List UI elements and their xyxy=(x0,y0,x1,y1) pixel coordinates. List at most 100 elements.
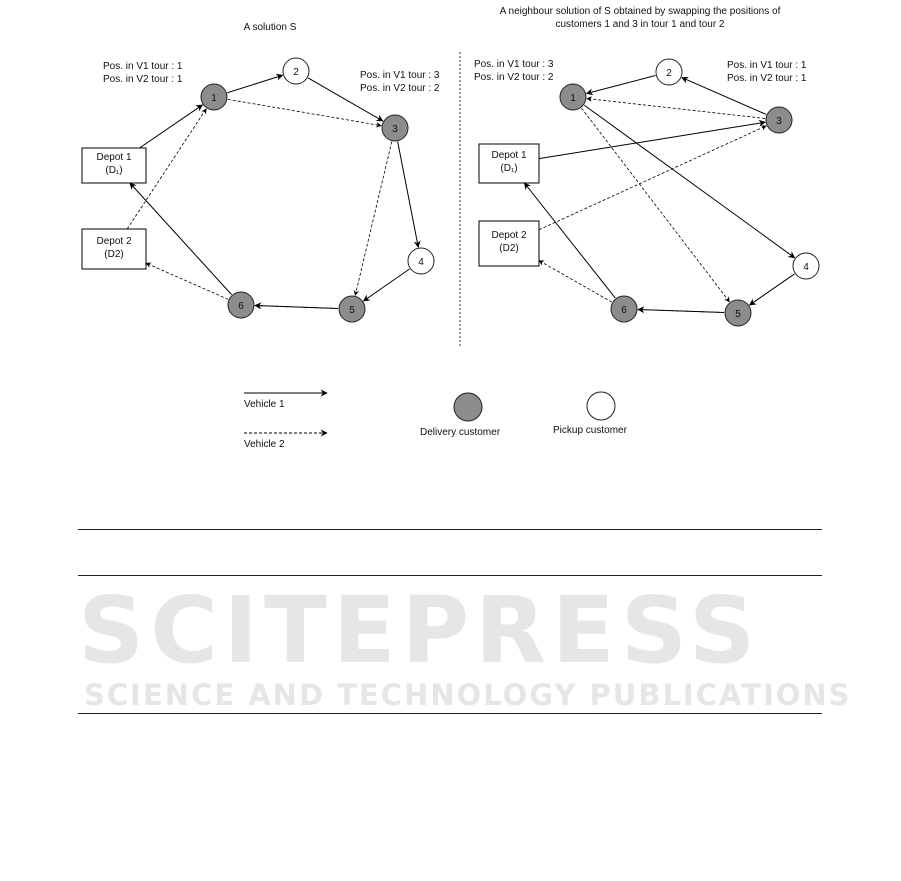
left-customer-node-3: 3 xyxy=(381,114,409,142)
right-vehicle2-edge-5-to-6 xyxy=(637,306,725,313)
node-label: 2 xyxy=(666,68,672,79)
right-customer-node-4: 4 xyxy=(792,252,820,280)
edges xyxy=(126,73,796,314)
left-title: A solution S xyxy=(243,22,297,33)
node-label: 6 xyxy=(238,301,244,312)
delivery-customer-circle xyxy=(765,106,793,134)
right-vehicle2-edge-1-to-5 xyxy=(581,107,730,303)
depot-name: Depot 2 xyxy=(491,230,527,241)
right-vehicle2-edge-D2-to-3 xyxy=(538,125,767,231)
right-vehicle1-edge-1-to-4 xyxy=(584,104,796,259)
node-label: 2 xyxy=(293,67,299,78)
right-depot2-label: Depot 2 (D2) xyxy=(479,229,539,255)
right-vehicle1-edge-D1-to-3 xyxy=(538,119,766,160)
left-vehicle1-edge-2-to-3 xyxy=(307,77,384,122)
right-title-line2: customers 1 and 3 in tour 1 and tour 2 xyxy=(555,19,725,30)
depot-code: (D2) xyxy=(104,249,124,260)
right-customer-node-2: 2 xyxy=(655,58,683,86)
left-vehicle1-edge-1-to-2 xyxy=(227,73,284,94)
depot-code: (D2) xyxy=(499,243,519,254)
node-label: 5 xyxy=(349,305,355,316)
nodes: 1 2 3 4 5 6 1 2 3 4 5 6 xyxy=(81,57,820,327)
right-vehicle2-edge-6-to-D2 xyxy=(538,260,613,303)
right-customer-node-1: 1 xyxy=(559,83,587,111)
legend-vehicle1-label: Vehicle 1 xyxy=(244,399,285,410)
right-customer-node-5: 5 xyxy=(724,299,752,327)
pickup-customer-circle xyxy=(792,252,820,280)
left-customer-node-5: 5 xyxy=(338,295,366,323)
left-vehicle2-edge-3-to-5 xyxy=(353,141,393,296)
watermark-logo: SCITEPRESS xyxy=(78,577,762,684)
left-vehicle2-edge-D2-to-1 xyxy=(126,108,207,230)
node-label: 4 xyxy=(803,262,809,273)
left-node1-positions: Pos. in V1 tour : 1 Pos. in V2 tour : 1 xyxy=(103,60,183,86)
delivery-customer-circle xyxy=(227,291,255,319)
right-customer-node-3: 3 xyxy=(765,106,793,134)
left-depot2-label: Depot 2 (D2) xyxy=(82,235,146,261)
legend-pickup-circle xyxy=(586,391,616,421)
node-label: 3 xyxy=(392,124,398,135)
right-node1-v2-position: Pos. in V2 tour : 2 xyxy=(474,72,554,83)
depot-name: Depot 1 xyxy=(491,150,527,161)
legend-delivery-label: Delivery customer xyxy=(420,427,501,438)
right-vehicle1-edge-2-to-1 xyxy=(585,75,656,96)
pickup-customer-circle xyxy=(407,247,435,275)
table-rule-bottom xyxy=(78,713,822,714)
pickup-customer-circle xyxy=(655,58,683,86)
right-vehicle1-edge-6-to-D1 xyxy=(523,182,616,299)
right-vehicle2-edge-3-to-1 xyxy=(586,96,766,119)
right-node1-positions: Pos. in V1 tour : 3 Pos. in V2 tour : 2 xyxy=(474,58,554,84)
right-vehicle1-edge-3-to-2 xyxy=(681,76,767,115)
right-node3-v2-position: Pos. in V2 tour : 1 xyxy=(727,73,807,84)
pickup-customer-circle xyxy=(282,57,310,85)
left-depot-d1-box xyxy=(81,147,147,184)
right-depot-d2-box xyxy=(478,220,540,267)
legend-delivery-circle xyxy=(453,392,483,422)
left-customer-node-6: 6 xyxy=(227,291,255,319)
right-vehicle1-edge-4-to-5 xyxy=(748,273,795,306)
legend-pickup-label: Pickup customer xyxy=(553,425,627,436)
right-node1-v1-position: Pos. in V1 tour : 3 xyxy=(474,59,554,70)
watermark-subtitle: SCIENCE AND TECHNOLOGY PUBLICATIONS xyxy=(84,678,852,712)
legend-vehicle2-label: Vehicle 2 xyxy=(244,439,285,450)
left-vehicle1-edge-6-to-D1 xyxy=(129,182,232,295)
left-depot-d2-box xyxy=(81,228,147,270)
left-vehicle2-edge-6-to-D2 xyxy=(145,262,229,300)
right-node3-positions: Pos. in V1 tour : 1 Pos. in V2 tour : 1 xyxy=(727,59,807,85)
node-label: 5 xyxy=(735,309,741,320)
left-vehicle2-edge-5-to-6 xyxy=(254,302,339,309)
depot-code: (D₁) xyxy=(500,163,518,174)
delivery-customer-circle xyxy=(610,295,638,323)
table-rule-top xyxy=(78,529,822,530)
node-label: 1 xyxy=(570,93,576,104)
delivery-customer-circle xyxy=(338,295,366,323)
right-depot-d1-box xyxy=(478,143,540,184)
depot-code: (D₁) xyxy=(105,165,123,176)
depot-name: Depot 2 xyxy=(96,236,132,247)
left-customer-node-4: 4 xyxy=(407,247,435,275)
left-vehicle1-edge-D1-to-1 xyxy=(139,104,204,149)
left-customer-node-1: 1 xyxy=(200,83,228,111)
node-label: 6 xyxy=(621,305,627,316)
right-title-line1: A neighbour solution of S obtained by sw… xyxy=(499,6,781,17)
delivery-customer-circle xyxy=(381,114,409,142)
depot-name: Depot 1 xyxy=(96,152,132,163)
table-rule-mid xyxy=(78,575,822,576)
node-label: 1 xyxy=(211,93,217,104)
right-customer-node-6: 6 xyxy=(610,295,638,323)
delivery-customer-circle xyxy=(724,299,752,327)
node-label: 4 xyxy=(418,257,424,268)
left-vehicle1-edge-4-to-5 xyxy=(362,268,410,302)
node-label: 3 xyxy=(776,116,782,127)
left-node3-positions: Pos. in V1 tour : 3 Pos. in V2 tour : 2 xyxy=(360,69,440,95)
left-node3-v1-position: Pos. in V1 tour : 3 xyxy=(360,70,440,81)
delivery-customer-circle xyxy=(200,83,228,111)
left-node1-v2-position: Pos. in V2 tour : 1 xyxy=(103,74,183,85)
left-vehicle2-edge-1-to-3 xyxy=(227,98,382,128)
left-node3-v2-position: Pos. in V2 tour : 2 xyxy=(360,83,440,94)
left-customer-node-2: 2 xyxy=(282,57,310,85)
right-node3-v1-position: Pos. in V1 tour : 1 xyxy=(727,60,807,71)
left-node1-v1-position: Pos. in V1 tour : 1 xyxy=(103,61,183,72)
delivery-customer-circle xyxy=(559,83,587,111)
